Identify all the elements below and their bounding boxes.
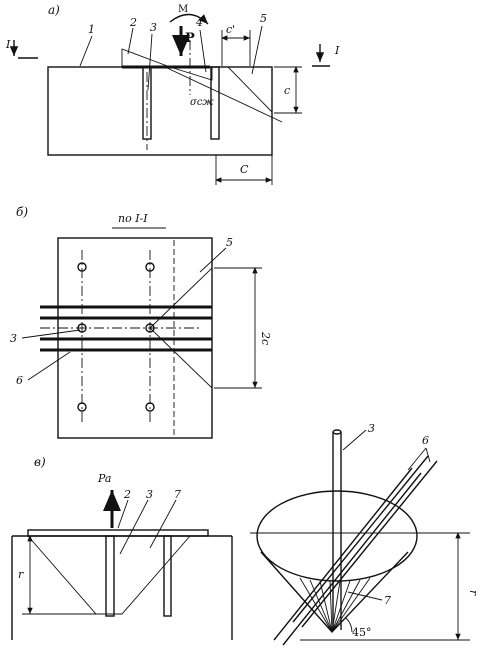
anchor-bolt-right xyxy=(210,66,220,140)
cone-bar-1-a xyxy=(273,467,413,641)
leader-a-4 xyxy=(199,29,207,73)
plan-bolt xyxy=(77,402,87,412)
callout-b-6: 6 xyxy=(16,374,23,387)
section-mark-right: I xyxy=(334,44,340,57)
plan-bolt xyxy=(145,323,155,333)
callout-cr-7: 7 xyxy=(384,594,391,607)
sigma-label: σсж xyxy=(190,97,214,108)
callout-c-7: 7 xyxy=(174,488,181,501)
panel-c-left: в) Pa r 2 3 7 xyxy=(11,455,233,640)
leader-a-5 xyxy=(251,25,263,75)
dim-cv-label: c xyxy=(284,84,290,97)
force-label: P xyxy=(185,31,195,46)
plan-bolts xyxy=(77,262,155,412)
plan-bolt xyxy=(145,262,155,272)
leader-a-1 xyxy=(79,35,93,67)
leader-b-3 xyxy=(21,329,81,339)
leader-b-6 xyxy=(27,351,71,381)
moment-arrow xyxy=(169,13,209,25)
callout-c-3: 3 xyxy=(146,488,153,501)
dim-r-left-label: r xyxy=(18,568,24,581)
cone-anchor-top xyxy=(332,429,342,435)
breakout-cone xyxy=(226,66,273,114)
plan-bolt xyxy=(77,262,87,272)
cone-bar-2-b xyxy=(301,460,438,628)
leader-a-2 xyxy=(127,27,134,55)
callout-cr-6: 6 xyxy=(422,434,429,447)
failure-line xyxy=(164,66,283,123)
angle-arc xyxy=(345,617,353,633)
callout-a-2: 2 xyxy=(129,16,137,29)
plan-bolt xyxy=(145,402,155,412)
panel-c-label: в) xyxy=(34,455,46,469)
pull-force-label: Pa xyxy=(97,472,111,485)
callout-a-5: 5 xyxy=(260,12,267,25)
pull-anchor-secondary xyxy=(163,535,172,617)
callout-cr-3: 3 xyxy=(368,422,375,435)
callout-b-3: 3 xyxy=(10,332,17,345)
leader-cr-6b xyxy=(425,447,431,463)
dim-cprime-label: c' xyxy=(226,23,235,36)
leader-cr-6a xyxy=(407,447,427,471)
angle-label: 45° xyxy=(352,626,372,639)
panel-a: а) I I M P σсж c' xyxy=(5,3,340,185)
cone-bar-2-a xyxy=(292,455,429,623)
leader-c-2 xyxy=(117,499,129,529)
panel-b: б) по I-I 2c 5 xyxy=(10,205,272,439)
callout-a-3: 3 xyxy=(150,21,157,34)
plan-bolt xyxy=(77,323,87,333)
leader-b-5 xyxy=(199,247,227,273)
panel-c-right: r 45° 3 6 7 xyxy=(250,422,480,646)
panel-a-label: а) xyxy=(48,3,60,17)
stress-diagram-compression xyxy=(169,66,213,81)
callout-a-1: 1 xyxy=(88,23,95,36)
callout-c-2: 2 xyxy=(123,488,131,501)
section-caption: по I-I xyxy=(118,212,148,225)
callout-a-4: 4 xyxy=(195,16,203,29)
leader-c-3 xyxy=(119,499,149,555)
dim-2c-label: 2c xyxy=(259,331,272,345)
panel-b-label: б) xyxy=(16,205,28,219)
leader-cr-7 xyxy=(347,591,383,601)
callout-b-5: 5 xyxy=(226,236,233,249)
leader-a-3 xyxy=(147,33,153,91)
plan-breakout-area xyxy=(149,266,213,390)
concrete-block xyxy=(47,66,273,156)
leader-c-7 xyxy=(149,499,177,549)
pull-plate xyxy=(27,529,209,537)
section-mark-left: I xyxy=(5,38,11,51)
stress-diagram-tension xyxy=(121,48,171,68)
pull-anchor-main xyxy=(105,535,115,617)
cone-top-ellipse xyxy=(256,490,418,582)
moment-label: M xyxy=(178,4,188,15)
cone-bar-1-b xyxy=(282,472,422,646)
pull-cone xyxy=(27,535,191,615)
dim-r-right-label: r xyxy=(467,590,480,596)
leader-cr-3 xyxy=(342,429,367,451)
dim-cb-label: C xyxy=(240,163,249,176)
